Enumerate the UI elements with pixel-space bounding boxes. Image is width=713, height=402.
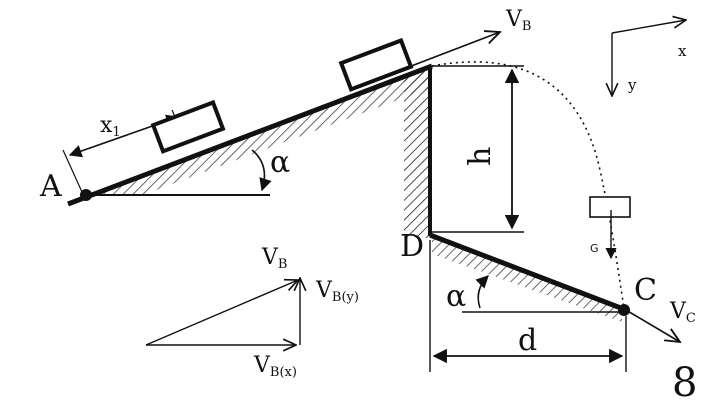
falling-body	[589, 196, 631, 218]
alpha-top-arc	[251, 149, 272, 192]
vc-label: VC	[669, 299, 696, 326]
cliff-hatch	[404, 68, 430, 238]
point-C-label: C	[634, 273, 657, 308]
x1-label: x1	[100, 113, 121, 140]
block-lower	[150, 99, 226, 154]
alpha-bottom-arc	[475, 275, 489, 309]
alpha-bottom-label: α	[446, 279, 466, 314]
alpha-top-label: α	[270, 145, 290, 180]
vb-comp-label: VB	[261, 245, 287, 272]
vb-hypotenuse	[145, 280, 298, 346]
vb-label: VB	[505, 7, 531, 34]
axis-y-label: y	[627, 76, 637, 94]
vb-vector	[379, 32, 500, 79]
axis-x	[611, 20, 686, 34]
h-label: h	[463, 147, 498, 166]
vby-label: VB(y)	[315, 278, 359, 305]
point-A-label: A	[39, 169, 62, 204]
point-C-dot	[618, 304, 630, 316]
figure-number: 8	[672, 360, 697, 402]
lower-incline	[429, 232, 627, 313]
lower-incline-hatch	[432, 238, 622, 322]
d-label: d	[518, 323, 537, 358]
upper-incline	[67, 63, 433, 207]
trajectory	[431, 61, 625, 309]
axis-x-label: x	[678, 42, 687, 60]
point-D-label: D	[400, 229, 424, 264]
gravity-label: G	[590, 242, 599, 255]
vbx-label: VB(x)	[253, 353, 297, 380]
vc-vector	[625, 309, 680, 342]
point-A-dot	[80, 189, 92, 201]
x1-ext-left	[62, 149, 83, 193]
